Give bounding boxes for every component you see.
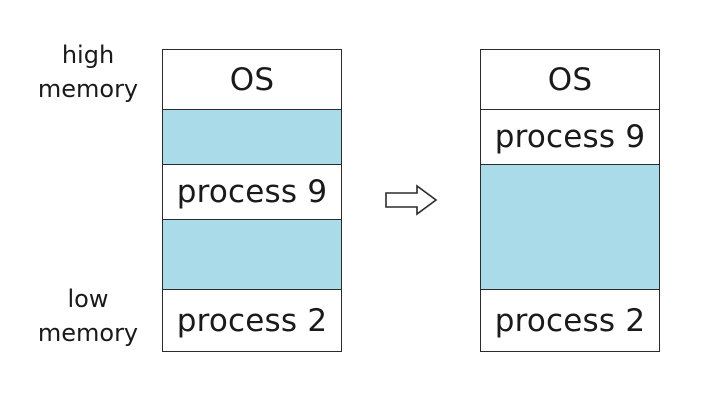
low-memory-label: low memory [28,282,148,350]
after-process-2-block: process 2 [480,289,660,352]
low-memory-line2: memory [37,319,139,347]
before-process-2-block: process 2 [162,289,342,352]
before-os-block: OS [162,49,342,110]
high-memory-label: high memory [28,38,148,106]
after-os-block: OS [480,49,660,110]
before-process-9-block: process 9 [162,164,342,220]
low-memory-line1: low [67,285,109,313]
high-memory-line1: high [61,41,115,69]
right-arrow-icon [385,184,438,216]
after-free-hole [480,164,660,290]
before-hole-upper [162,109,342,165]
high-memory-line2: memory [37,75,139,103]
after-process-9-block: process 9 [480,109,660,165]
before-hole-lower [162,219,342,290]
